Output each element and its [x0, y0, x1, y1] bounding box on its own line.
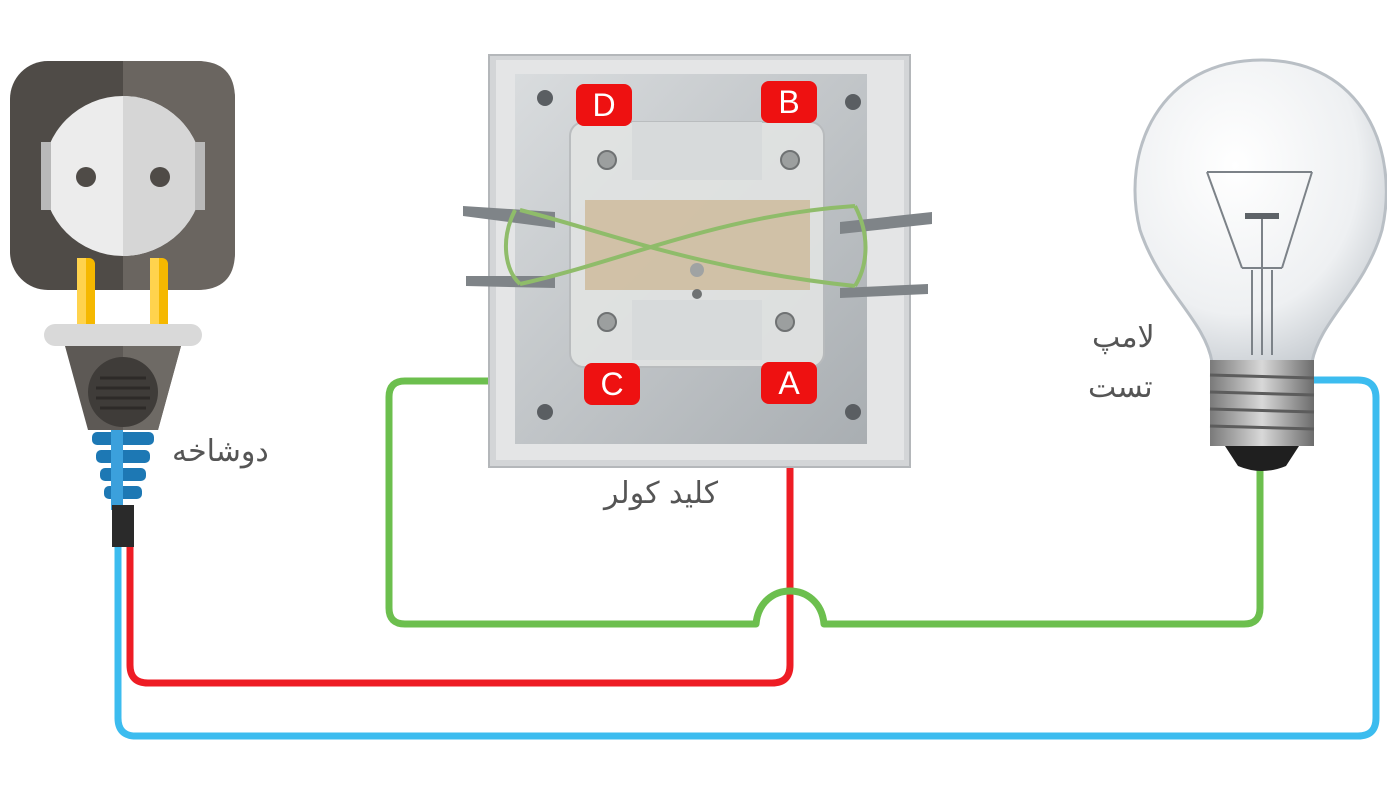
wall-socket-icon [10, 61, 235, 290]
terminal-b-badge: B [761, 81, 817, 123]
lamp-icon [1133, 58, 1387, 471]
plug-icon [44, 258, 202, 547]
blue-wire [114, 376, 1380, 740]
terminal-a-badge: A [761, 362, 817, 404]
cooler-switch-icon [463, 54, 932, 468]
switch-label: کلید کولر [604, 476, 719, 511]
lamp-label-line1: لامپ [1092, 320, 1155, 355]
lamp-label-line2: تست [1088, 370, 1153, 405]
terminal-c-badge: C [584, 363, 640, 405]
red-wire [126, 391, 794, 687]
terminal-d-badge: D [576, 84, 632, 126]
green-wire [385, 377, 1264, 628]
plug-label: دوشاخه [172, 434, 269, 469]
